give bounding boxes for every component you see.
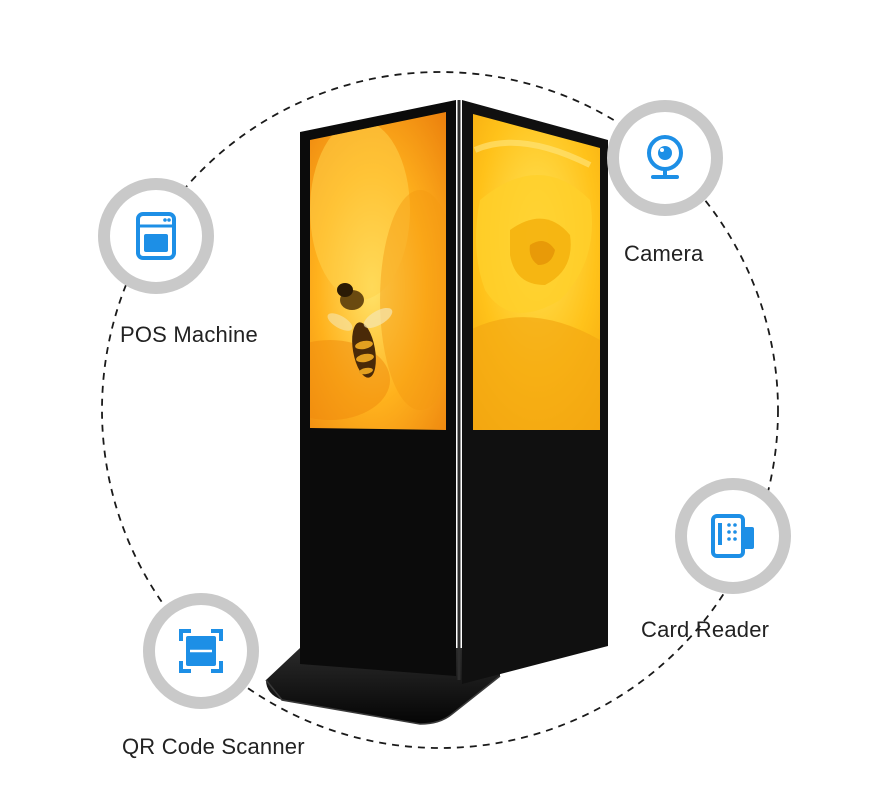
pos-machine-label: POS Machine bbox=[120, 322, 258, 347]
pos-machine-icon bbox=[136, 212, 176, 260]
card-reader-label: Card Reader bbox=[641, 617, 770, 642]
qr-scanner-badge bbox=[143, 593, 259, 709]
card-reader-icon bbox=[711, 514, 754, 558]
qr-scanner-icon bbox=[179, 629, 223, 673]
card-reader-badge bbox=[675, 478, 791, 594]
camera-badge bbox=[607, 100, 723, 216]
camera-label: Camera bbox=[624, 241, 704, 266]
qr-scanner-label: QR Code Scanner bbox=[122, 734, 305, 759]
orbit-ring bbox=[101, 71, 779, 749]
left-screen-image bbox=[310, 112, 446, 430]
right-screen-image bbox=[473, 114, 600, 430]
pos-machine-badge bbox=[98, 178, 214, 294]
camera-icon bbox=[647, 135, 683, 179]
bee-figure bbox=[327, 283, 393, 378]
